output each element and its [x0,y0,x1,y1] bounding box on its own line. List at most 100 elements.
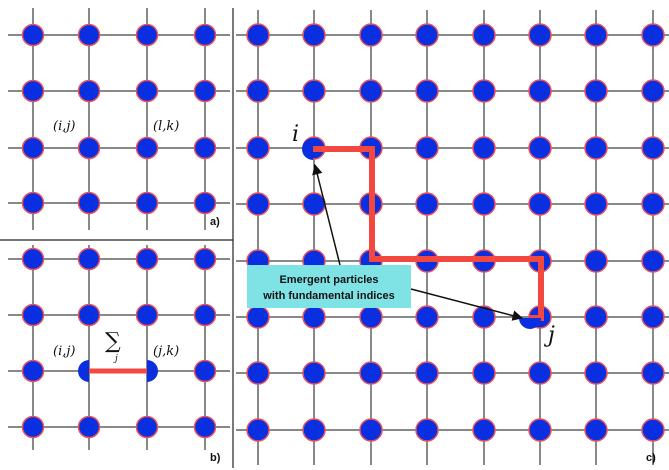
callout-line-1: Emergent particles [279,274,378,286]
lattice-node [77,415,101,439]
lattice-node [21,415,45,439]
lattice-node [77,79,101,103]
lattice-node [246,79,270,103]
lattice-node [415,418,439,442]
panel-a: (i,j) (l,k) a) [8,8,230,230]
lattice-node [528,23,552,47]
lattice-node [135,415,159,439]
lattice-node [302,361,326,385]
site-label-right: (j,k) [153,344,179,359]
half-node-right-b [147,360,158,382]
lattice-grid-a [8,8,230,230]
lattice-node [246,305,270,329]
lattice-node [246,23,270,47]
lattice-node [528,361,552,385]
site-label-left: (i,j) [53,344,75,359]
lattice-node [584,361,608,385]
lattice-node [21,23,45,47]
lattice-node [135,23,159,47]
lattice-node [21,79,45,103]
lattice-node [472,136,496,160]
lattice-node [415,23,439,47]
lattice-node [472,192,496,216]
lattice-node [359,79,383,103]
arrow-to-end [410,288,524,321]
callout-box [247,265,411,308]
lattice-node [528,136,552,160]
half-node-left-b [78,360,89,382]
lattice-node [302,418,326,442]
panel-label-c: c) [646,452,656,464]
lattice-node [193,247,217,271]
lattice-node [472,79,496,103]
lattice-grid-c [236,10,669,465]
lattice-node [472,23,496,47]
lattice-node [472,305,496,329]
lattice-node [641,23,665,47]
lattice-node [641,192,665,216]
lattice-node [359,418,383,442]
lattice-node [584,23,608,47]
lattice-node [528,418,552,442]
lattice-node [246,361,270,385]
lattice-node [415,136,439,160]
lattice-node [193,415,217,439]
lattice-node [135,136,159,160]
lattice-node [193,23,217,47]
lattice-node [528,192,552,216]
lattice-node [641,249,665,273]
lattice-node [641,418,665,442]
lattice-node [77,191,101,215]
lattice-node [135,79,159,103]
lattice-node [641,361,665,385]
lattice-node [193,191,217,215]
half-node-start-c [302,138,313,160]
lattice-node [21,191,45,215]
lattice-node [77,23,101,47]
sum-symbol: ∑ [105,329,121,354]
lattice-node [193,303,217,327]
lattice-node [415,361,439,385]
lattice-node [584,305,608,329]
sum-index: j [113,354,118,364]
lattice-node [584,192,608,216]
lattice-node [415,305,439,329]
lattice-node [246,136,270,160]
arrow-to-start [312,163,341,266]
lattice-node [193,136,217,160]
lattice-node [21,136,45,160]
lattice-node [528,79,552,103]
lattice-node [359,361,383,385]
lattice-node [584,79,608,103]
lattice-node [302,305,326,329]
lattice-node [641,305,665,329]
lattice-node [193,359,217,383]
lattice-node [77,247,101,271]
site-label-left: (i,j) [53,119,75,134]
lattice-node [359,305,383,329]
lattice-node [584,418,608,442]
lattice-node [302,79,326,103]
endpoint-label-start: i [292,122,299,147]
panel-label-a: a) [210,216,220,228]
panel-label-b: b) [210,452,221,464]
lattice-node [302,192,326,216]
lattice-node [21,359,45,383]
lattice-node [584,249,608,273]
lattice-node [246,418,270,442]
lattice-node [77,136,101,160]
half-node-end-c [519,318,541,329]
lattice-node [472,361,496,385]
lattice-node [641,136,665,160]
lattice-node [359,23,383,47]
callout-line-2: with fundamental indices [262,290,394,302]
lattice-node [21,303,45,327]
site-label-right: (l,k) [153,119,179,134]
lattice-node [135,303,159,327]
lattice-node [584,136,608,160]
lattice-node [21,247,45,271]
lattice-node [415,192,439,216]
lattice-node [246,192,270,216]
lattice-node [415,79,439,103]
